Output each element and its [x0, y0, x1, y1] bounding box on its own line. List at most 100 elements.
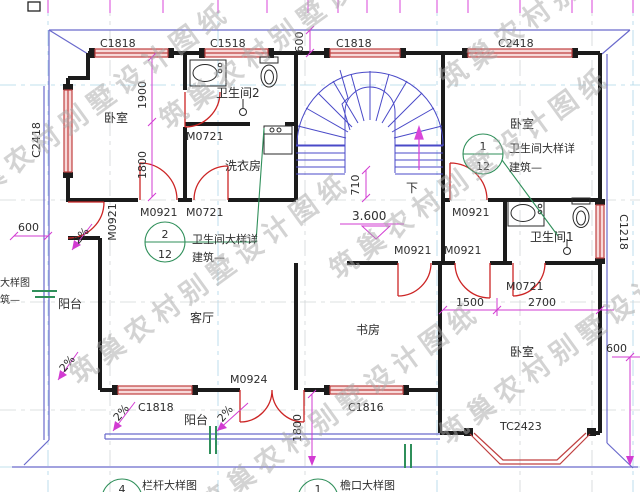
- label-window-c2418-top: C2418: [498, 37, 534, 50]
- callout1-sheet: 12: [476, 160, 490, 173]
- left-edge-partial-text: 大样图: [0, 276, 30, 289]
- dim-600-top: 600: [293, 32, 306, 53]
- dim-1900: 1900: [136, 81, 149, 109]
- dimension-lines: [9, 25, 640, 460]
- stair-break-line: [339, 69, 351, 131]
- callout2-number: 2: [162, 228, 169, 241]
- leader-callout1: [501, 159, 559, 237]
- label-door-m0921-study: M0921: [394, 244, 432, 257]
- door-bath2: [184, 91, 221, 128]
- axis-ticks: [47, 0, 634, 13]
- left-edge-partial-ref: 筑—: [0, 293, 20, 306]
- label-room-bedroom1: 卧室: [104, 110, 128, 125]
- label-window-c1816: C1816: [348, 401, 384, 414]
- doors: [67, 91, 546, 423]
- window-c1818-bottom: [117, 385, 193, 395]
- label-room-bedroom2: 卧室: [510, 116, 534, 131]
- label-door-m0921-bedroom3: M0921: [444, 244, 482, 257]
- leader-callout2: [186, 127, 265, 243]
- fixtures: [189, 56, 591, 255]
- stair-down-label: 下: [406, 181, 418, 195]
- slope-2pct-c: 2%: [111, 402, 132, 424]
- label-window-c2418-left: C2418: [30, 122, 43, 158]
- sink-bath1: [507, 200, 545, 227]
- label-bay-tc2423: TC2423: [499, 420, 542, 433]
- label-window-c1818-a: C1818: [100, 37, 136, 50]
- label-room-living: 客厅: [190, 310, 214, 325]
- callout4-circle: [102, 478, 142, 492]
- window-c1818-top-stair: [329, 48, 401, 58]
- eave-outline: [12, 29, 638, 469]
- labels: C1818 C1518 C1818 C2418 C2418 C1218 C181…: [0, 32, 630, 492]
- callout2-ref: 建筑—: [192, 250, 225, 264]
- door-left-balcony: [67, 201, 105, 239]
- callout1-ref: 建筑—: [509, 160, 542, 174]
- window-c1818-top-left: [94, 48, 169, 58]
- label-room-balcony-bottom: 阳台: [184, 412, 208, 427]
- label-room-balcony-left: 阳台: [58, 296, 82, 311]
- drain-marks: [32, 290, 412, 468]
- door-bedroom1: [139, 162, 178, 201]
- staircase: [296, 69, 444, 175]
- label-window-c1218: C1218: [617, 214, 630, 250]
- walls: [66, 51, 602, 435]
- door-bedroom3: [454, 262, 491, 299]
- slope-arrow-lines: [57, 223, 249, 432]
- callout2-text: 卫生间大样详: [192, 232, 258, 246]
- window-jambs: [63, 48, 605, 436]
- windows: [63, 48, 605, 465]
- door-bedroom2: [449, 162, 488, 201]
- callout2-sheet: 12: [158, 248, 172, 261]
- callout4-text: 栏杆大样图: [142, 478, 197, 492]
- callout1-text: 卫生间大样详: [509, 141, 575, 155]
- dim-710: 710: [349, 175, 362, 196]
- door-laundry: [193, 165, 229, 201]
- dimension-arrowheads: [58, 240, 634, 466]
- dim-1500: 1500: [456, 296, 484, 309]
- label-door-m0921-bedroom2: M0921: [452, 206, 490, 219]
- window-c2418-left: [63, 89, 73, 173]
- stair-direction-arrow: [414, 124, 424, 170]
- callout1b-text: 檐口大样图: [340, 478, 395, 492]
- floor-drain-bath1: [563, 239, 571, 255]
- elevation-3600: 3.600: [352, 209, 386, 223]
- label-room-bath2: 卫生间2: [216, 86, 260, 100]
- callout-leaders: [32, 127, 559, 492]
- label-door-m0721-bath1: M0721: [506, 280, 544, 293]
- dim-1800-bottom: 1800: [291, 414, 304, 442]
- door-bath1: [512, 262, 546, 297]
- window-c2418-top-right: [467, 48, 573, 58]
- dim-2700: 2700: [528, 296, 556, 309]
- dim-600-right: 600: [606, 342, 627, 355]
- dim-600-left: 600: [18, 221, 39, 234]
- label-window-c1818-c: C1818: [138, 401, 174, 414]
- label-door-m0921-bedroom1: M0921: [140, 206, 178, 219]
- window-c1816-bottom: [329, 385, 404, 395]
- callout1-number: 1: [480, 140, 487, 153]
- door-study: [397, 262, 432, 297]
- callout1b-circle: [298, 478, 338, 492]
- toilet-bath2: [259, 56, 279, 88]
- toilet-bath1: [571, 197, 591, 228]
- bay-window-tc2423: [469, 432, 591, 465]
- callout1b-number: 1: [315, 483, 322, 492]
- label-door-m0721-bath2: M0721: [186, 130, 224, 143]
- label-room-laundry: 洗衣房: [225, 158, 261, 173]
- label-door-m0721-laundry: M0721: [186, 206, 224, 219]
- washing-machine: [263, 125, 293, 155]
- label-window-c1818-b: C1818: [336, 37, 372, 50]
- sink-bath2: [189, 59, 227, 87]
- stair-treads-left: [296, 145, 345, 175]
- label-room-bath1: 卫生间1: [530, 230, 574, 244]
- label-room-bedroom3: 卧室: [510, 344, 534, 359]
- label-door-m0924: M0924: [230, 373, 268, 386]
- floor-drain-bath2: [239, 99, 247, 116]
- label-room-study: 书房: [356, 322, 380, 337]
- dim-1800-left: 1800: [136, 151, 149, 179]
- label-door-m0921-balcony: M0921: [106, 203, 119, 241]
- sheet-corner-mark: [27, 1, 41, 12]
- window-c1518-top: [204, 48, 269, 58]
